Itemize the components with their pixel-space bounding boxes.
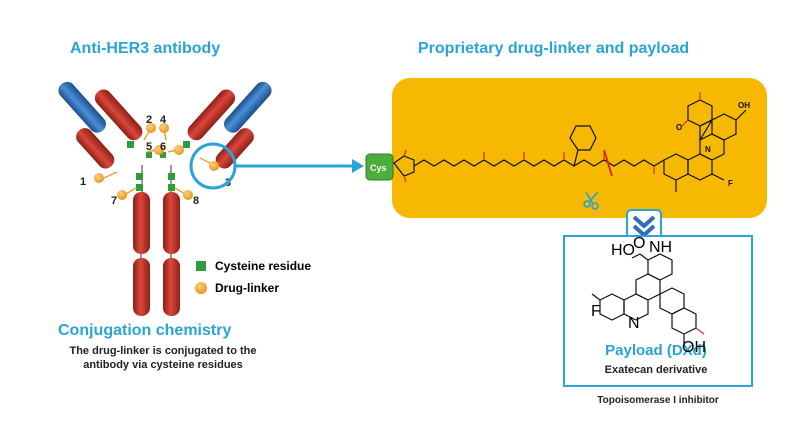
payload-subtitle: Exatecan derivative [604, 364, 708, 376]
site-number-8: 8 [193, 195, 199, 207]
cys-label: Cys [370, 163, 387, 173]
fc-left-lower [133, 258, 150, 316]
structure-o-top: O [676, 123, 682, 132]
heavy-chain-left-arm [94, 89, 143, 141]
drug-linker-panel [392, 78, 767, 218]
cysteine-residues [127, 141, 190, 191]
connector-arrowhead [352, 159, 364, 173]
site-number-6: 6 [160, 141, 166, 153]
antibody: 1 2 3 4 5 6 7 8 [58, 81, 272, 316]
conjugation-title: Conjugation chemistry [58, 322, 232, 339]
light-chain-right [224, 81, 272, 133]
drug-linker-structure [393, 92, 747, 192]
drug-linker-legend-label: Drug-linker [215, 281, 279, 295]
heavy-chain-right-arm [187, 89, 236, 141]
cysteine-legend-label: Cysteine residue [215, 259, 311, 273]
drug-linker-legend-swatch [195, 282, 207, 294]
fc-right-lower [163, 258, 180, 316]
heavy-chain-left-lower [76, 128, 115, 169]
site-number-1: 1 [80, 176, 86, 188]
cys-box [365, 153, 394, 181]
structure-f-top: F [728, 179, 733, 188]
structure-n-top: N [705, 145, 711, 154]
light-chain-left [58, 81, 106, 133]
topoisomerase-label: Topoisomerase I inhibitor [597, 395, 719, 406]
drug-linker-title: Proprietary drug-linker and payload [418, 40, 690, 57]
scissors-icon [583, 191, 599, 210]
site-number-7: 7 [111, 195, 117, 207]
site-number-4: 4 [160, 114, 167, 126]
site-number-5: 5 [146, 141, 152, 153]
payload-title: Payload (DXd) [605, 342, 707, 359]
heavy-chain-right-lower [215, 128, 254, 169]
antibody-title: Anti-HER3 antibody [70, 40, 221, 57]
structure-oh-top: OH [738, 101, 750, 110]
site-number-2: 2 [146, 114, 152, 126]
fc-right-upper [163, 192, 180, 254]
cysteine-legend-swatch [196, 261, 206, 271]
conjugation-description: The drug-linker is conjugated to the ant… [69, 345, 257, 371]
drug-linkers [94, 123, 219, 200]
fc-left-upper [133, 192, 150, 254]
